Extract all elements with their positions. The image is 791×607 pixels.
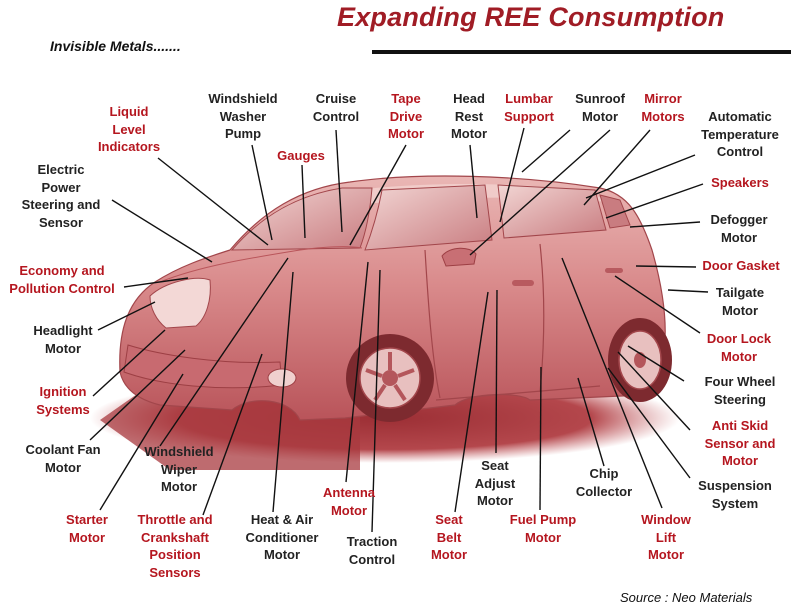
label-electric-power-steering: Electric Power Steering and Sensor bbox=[21, 162, 101, 230]
label-tailgate-motor: Tailgate Motor bbox=[715, 285, 765, 318]
rear-wheel-hub bbox=[634, 352, 646, 368]
label-seat-belt-motor: Seat Belt Motor bbox=[430, 512, 468, 562]
label-headlight-motor: Headlight Motor bbox=[33, 323, 93, 356]
page-subtitle: Invisible Metals....... bbox=[50, 38, 181, 54]
label-lumbar-support: Lumbar Support bbox=[504, 91, 554, 124]
label-four-wheel-steering: Four Wheel Steering bbox=[704, 374, 776, 407]
label-fuel-pump-motor: Fuel Pump Motor bbox=[509, 512, 577, 545]
label-suspension-system: Suspension System bbox=[698, 478, 772, 511]
rear-side-window bbox=[497, 184, 607, 239]
label-traction-control: Traction Control bbox=[346, 534, 398, 567]
label-chip-collector: Chip Collector bbox=[575, 466, 633, 499]
label-ignition-systems: Ignition Systems bbox=[36, 384, 90, 417]
hood-line bbox=[159, 246, 363, 283]
label-gauges: Gauges bbox=[277, 148, 325, 163]
fog-light bbox=[267, 368, 297, 388]
side-mirror bbox=[441, 247, 477, 267]
label-heat-air-conditioner-motor: Heat & Air Conditioner Motor bbox=[245, 512, 319, 562]
label-antenna-motor: Antenna Motor bbox=[323, 485, 375, 518]
label-defogger-motor: Defogger Motor bbox=[710, 212, 768, 245]
label-window-lift-motor: Window Lift Motor bbox=[641, 512, 691, 562]
front-wheel-hub bbox=[382, 370, 398, 386]
label-windshield-wiper-motor: Windshield Wiper Motor bbox=[144, 444, 214, 494]
source-credit: Source : Neo Materials bbox=[620, 590, 753, 605]
label-coolant-fan-motor: Coolant Fan Motor bbox=[25, 442, 101, 475]
title-underline bbox=[372, 50, 791, 54]
label-mirror-motors: Mirror Motors bbox=[641, 91, 685, 124]
label-windshield-washer-pump: Windshield Washer Pump bbox=[208, 91, 278, 141]
door-handle-front bbox=[512, 280, 534, 286]
label-door-lock-motor: Door Lock Motor bbox=[706, 331, 772, 364]
label-head-rest-motor: Head Rest Motor bbox=[450, 91, 488, 141]
rear-quarter-window bbox=[599, 194, 631, 229]
label-tape-drive-motor: Tape Drive Motor bbox=[387, 91, 425, 141]
front-wheel-spokes bbox=[365, 352, 415, 402]
label-sunroof-motor: Sunroof Motor bbox=[575, 91, 625, 124]
label-seat-adjust-motor: Seat Adjust Motor bbox=[474, 458, 516, 508]
door-handle-rear bbox=[605, 268, 623, 273]
label-throttle-crankshaft-sensors: Throttle and Crankshaft Position Sensors bbox=[137, 512, 213, 580]
label-door-gasket: Door Gasket bbox=[702, 258, 780, 273]
label-economy-pollution-control: Economy and Pollution Control bbox=[9, 263, 115, 296]
door-line-front bbox=[424, 249, 441, 399]
windshield bbox=[230, 187, 373, 251]
label-starter-motor: Starter Motor bbox=[66, 512, 108, 545]
label-liquid-level-indicators: Liquid Level Indicators bbox=[97, 104, 161, 154]
headlight bbox=[149, 277, 211, 329]
label-speakers: Speakers bbox=[711, 175, 769, 190]
label-automatic-temperature-control: Automatic Temperature Control bbox=[701, 109, 779, 159]
side-sill bbox=[435, 385, 601, 401]
page-title: Expanding REE Consumption bbox=[337, 2, 725, 32]
front-side-window bbox=[364, 184, 493, 251]
label-cruise-control: Cruise Control bbox=[312, 91, 360, 124]
leader-lines bbox=[89, 127, 709, 533]
label-anti-skid-sensor-motor: Anti Skid Sensor and Motor bbox=[704, 418, 776, 468]
